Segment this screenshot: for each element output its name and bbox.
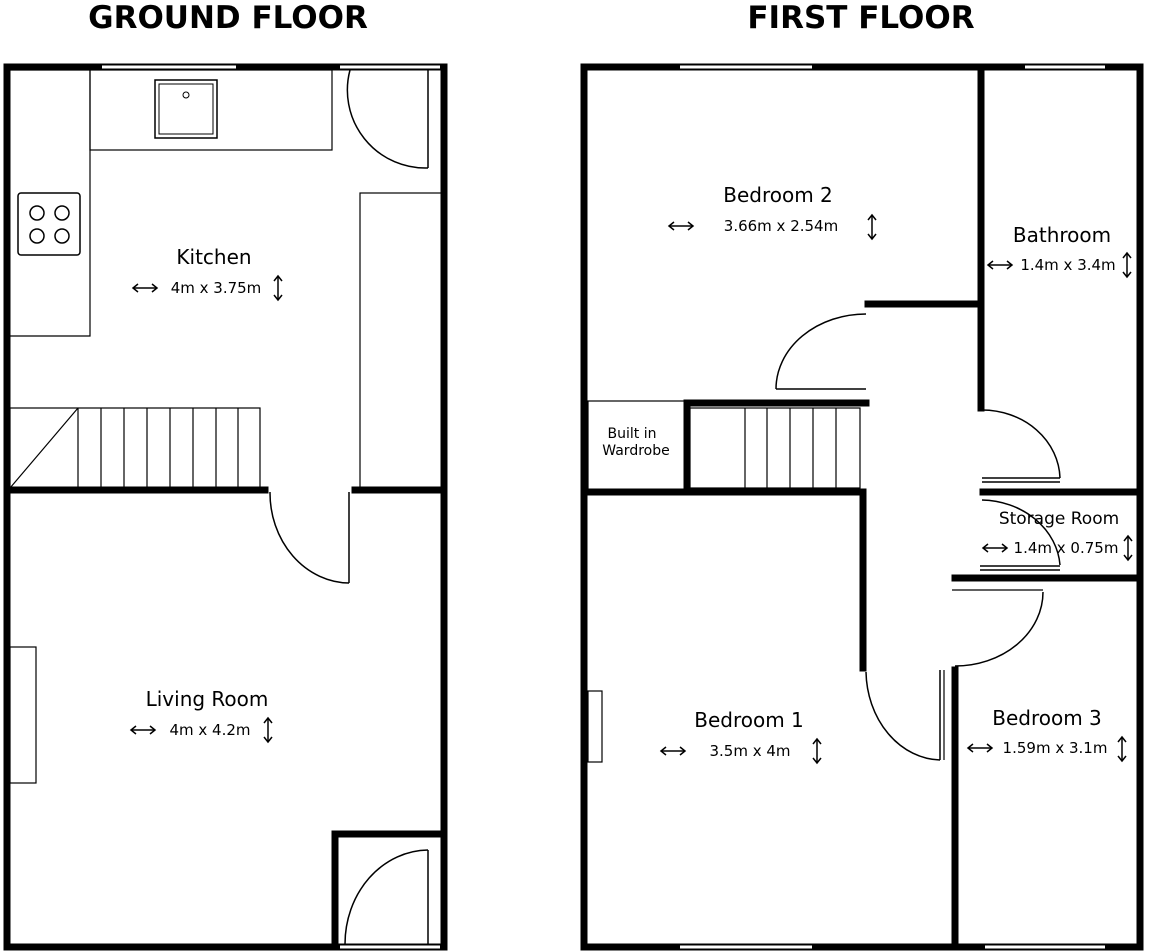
bedroom-3-dimensions: 1.59m x 3.1m bbox=[1003, 739, 1108, 757]
bedroom-2-label: Bedroom 2 bbox=[723, 183, 833, 207]
storage-room-dimensions: 1.4m x 0.75m bbox=[1014, 539, 1119, 557]
bedroom-2-dimensions: 3.66m x 2.54m bbox=[724, 217, 838, 235]
first-floor-title: FIRST FLOOR bbox=[747, 0, 974, 36]
door-swing-icon bbox=[981, 409, 1061, 483]
double-arrow-horizontal-icon bbox=[982, 543, 1008, 553]
storage-room-label: Storage Room bbox=[999, 509, 1119, 529]
first-floor-plan bbox=[580, 63, 1144, 951]
bathroom-label: Bathroom bbox=[1013, 223, 1111, 247]
door-swing-icon bbox=[346, 69, 429, 169]
bedroom-3-label: Bedroom 3 bbox=[992, 706, 1102, 730]
double-arrow-vertical-icon bbox=[263, 717, 273, 743]
sink-icon bbox=[154, 79, 218, 139]
living-room-dimensions: 4m x 4.2m bbox=[169, 721, 250, 739]
door-swing-icon bbox=[865, 670, 941, 761]
door-swing-icon bbox=[954, 591, 1044, 667]
double-arrow-vertical-icon bbox=[1123, 535, 1133, 561]
double-arrow-horizontal-icon bbox=[132, 283, 158, 293]
bedroom-1-label: Bedroom 1 bbox=[694, 708, 804, 732]
wardrobe-label-line2: Wardrobe bbox=[602, 443, 669, 459]
double-arrow-horizontal-icon bbox=[987, 260, 1013, 270]
bathroom-dimensions: 1.4m x 3.4m bbox=[1020, 256, 1115, 274]
staircase-icon bbox=[9, 407, 261, 489]
door-swing-icon bbox=[775, 313, 867, 390]
double-arrow-horizontal-icon bbox=[967, 743, 993, 753]
double-arrow-vertical-icon bbox=[1117, 736, 1127, 762]
living-room-label: Living Room bbox=[146, 687, 269, 711]
double-arrow-horizontal-icon bbox=[660, 746, 686, 756]
ground-floor-plan bbox=[3, 63, 448, 951]
wardrobe-label-line1: Built in bbox=[608, 426, 657, 442]
door-swing-icon bbox=[269, 491, 350, 584]
kitchen-label: Kitchen bbox=[176, 245, 251, 269]
bedroom-1-dimensions: 3.5m x 4m bbox=[709, 742, 790, 760]
double-arrow-horizontal-icon bbox=[130, 725, 156, 735]
double-arrow-vertical-icon bbox=[1122, 252, 1132, 278]
hob-icon bbox=[17, 192, 81, 256]
kitchen-dimensions: 4m x 3.75m bbox=[171, 279, 262, 297]
double-arrow-vertical-icon bbox=[273, 275, 283, 301]
double-arrow-horizontal-icon bbox=[668, 221, 694, 231]
staircase-icon bbox=[689, 407, 861, 489]
ground-floor-title: GROUND FLOOR bbox=[88, 0, 368, 36]
double-arrow-vertical-icon bbox=[867, 214, 877, 240]
door-swing-icon bbox=[344, 849, 429, 945]
double-arrow-vertical-icon bbox=[812, 738, 822, 764]
door-swing-icon bbox=[980, 499, 1061, 571]
